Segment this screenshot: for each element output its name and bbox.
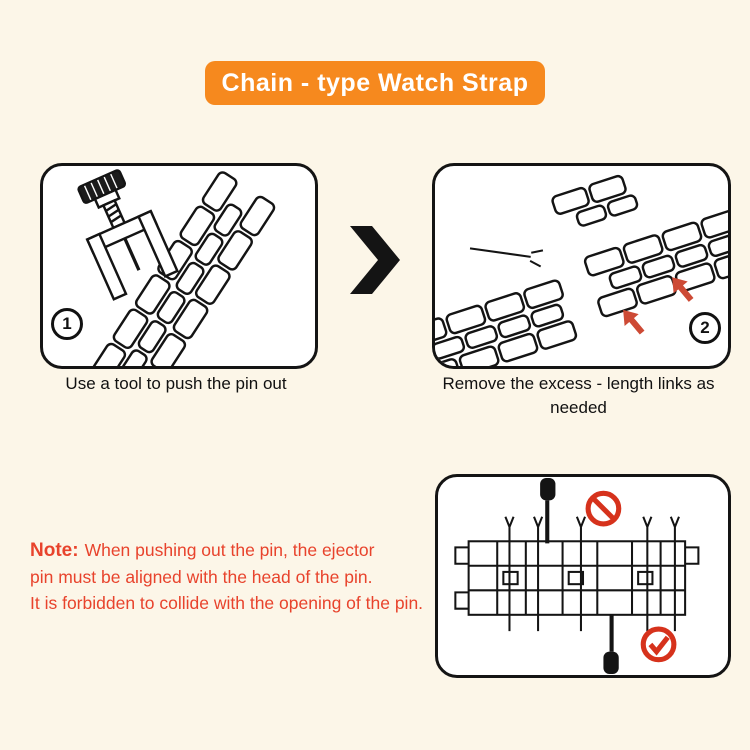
step1-caption: Use a tool to push the pin out [65, 374, 287, 393]
step-2-badge: 2 [689, 312, 721, 344]
step1-panel: 1 [40, 163, 318, 369]
step-1-badge: 1 [51, 308, 83, 340]
step-2-number: 2 [700, 318, 710, 337]
ejector-pin [123, 237, 141, 271]
note-block: Note:When pushing out the pin, the eject… [30, 537, 462, 616]
step2-illustration [435, 174, 728, 366]
removed-links [551, 174, 639, 227]
arrow-up-left-icon [672, 277, 694, 302]
arrow-up-left-icon [623, 309, 645, 335]
watch-band [90, 171, 276, 366]
check-icon [640, 626, 677, 663]
title-banner: Chain - type Watch Strap [205, 61, 545, 105]
step2-panel: 2 [432, 163, 731, 369]
step2-caption: Remove the excess - length links as need… [442, 374, 715, 417]
note-line: It is forbidden to collide with the open… [30, 593, 424, 613]
note-line: pin must be aligned with the head of the… [30, 567, 373, 587]
prohibition-icon [585, 490, 622, 527]
alignment-illustration [454, 477, 700, 675]
ejector-pins [504, 516, 680, 632]
band-segment-left [435, 279, 578, 366]
loose-pin [469, 247, 544, 268]
band-cross-section [454, 540, 700, 616]
top-push-pin [540, 477, 556, 544]
step1-illustration [77, 169, 276, 366]
note-label: Note: [30, 540, 79, 561]
link-remover-tool [77, 169, 179, 301]
step-1-number: 1 [62, 314, 72, 333]
note-line: Note:When pushing out the pin, the eject… [30, 540, 375, 561]
page-title: Chain - type Watch Strap [221, 68, 529, 97]
chevron-right-icon [350, 226, 400, 294]
band-segment-right [583, 208, 728, 318]
alignment-panel [435, 474, 731, 678]
bottom-push-pin [603, 614, 619, 675]
